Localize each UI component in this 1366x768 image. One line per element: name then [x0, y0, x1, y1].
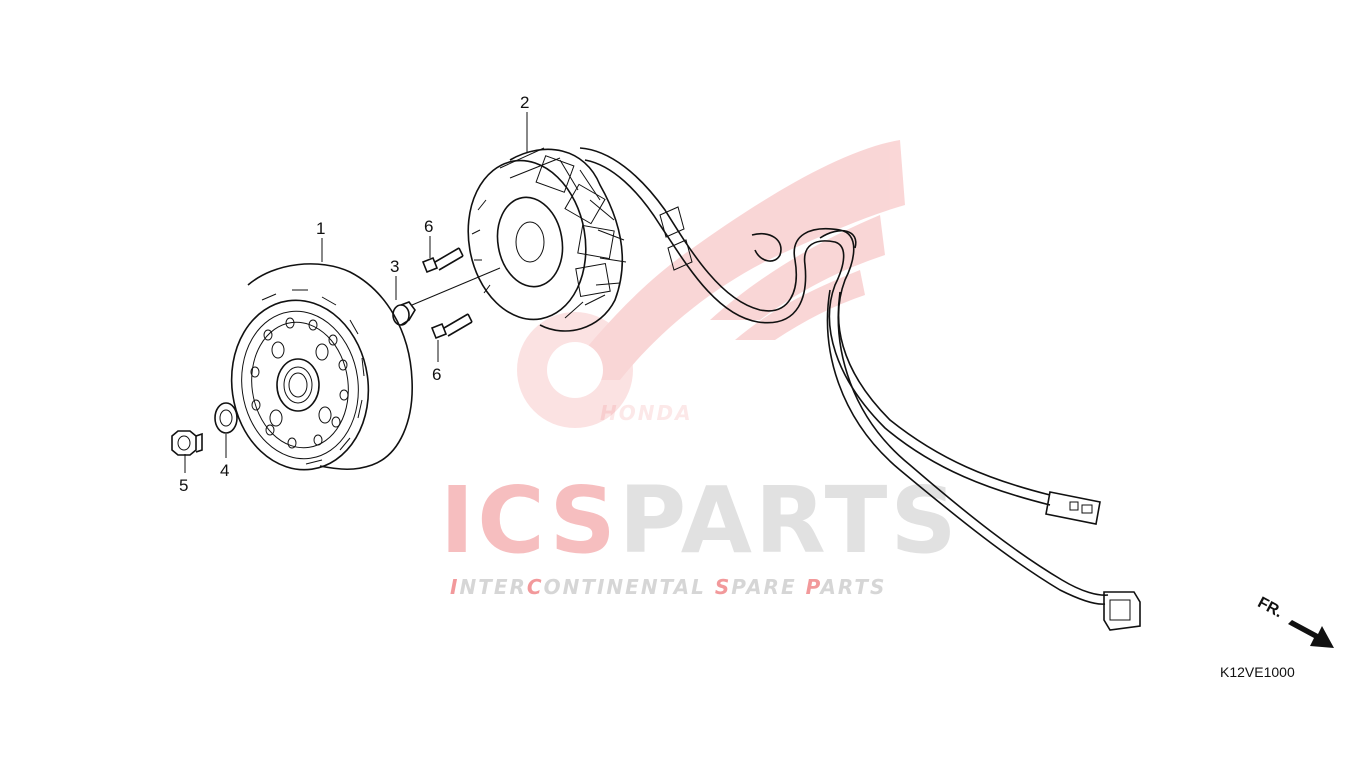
- front-direction-label: FR.: [1255, 594, 1286, 621]
- diagram-code: K12VE1000: [1220, 664, 1295, 680]
- honda-logo-text: HONDA: [600, 401, 693, 425]
- watermark-brand-red: ICS: [440, 467, 619, 574]
- watermark-tagline: INTERCONTINENTAL SPARE PARTS: [450, 575, 886, 599]
- stator: [467, 147, 627, 332]
- tagline-part: ONTINENTAL: [544, 575, 715, 599]
- callout-3: 3: [390, 257, 399, 276]
- tagline-part: PARE: [731, 575, 805, 599]
- tagline-part: S: [715, 575, 731, 599]
- pin-dowel: [392, 301, 416, 326]
- callout-1: 1: [316, 219, 325, 238]
- flange-nut: [171, 430, 203, 456]
- washer: [214, 402, 238, 434]
- tagline-part: P: [806, 575, 821, 599]
- tagline-part: ARTS: [818, 575, 886, 599]
- flywheel-rotor: [230, 263, 413, 471]
- bolt-upper: [421, 247, 464, 274]
- callout-6-lower: 6: [432, 365, 441, 384]
- front-direction-indicator: FR.: [1255, 594, 1334, 648]
- honda-wing-logo: [517, 140, 905, 428]
- callout-4: 4: [220, 461, 229, 480]
- tagline-part: I: [450, 575, 459, 599]
- bolt-lower: [430, 313, 473, 340]
- leader-lines: [184, 112, 528, 473]
- watermark-brand: ICSPARTS: [440, 467, 960, 574]
- arrow-right-icon: [1288, 620, 1334, 648]
- callout-2: 2: [520, 93, 529, 112]
- watermark-brand-grey: PARTS: [619, 467, 960, 574]
- tagline-part: NTER: [459, 575, 526, 599]
- wire-harness: [579, 147, 1141, 631]
- tagline-part: C: [527, 575, 544, 599]
- callout-6-upper: 6: [424, 217, 433, 236]
- callout-5: 5: [179, 476, 188, 495]
